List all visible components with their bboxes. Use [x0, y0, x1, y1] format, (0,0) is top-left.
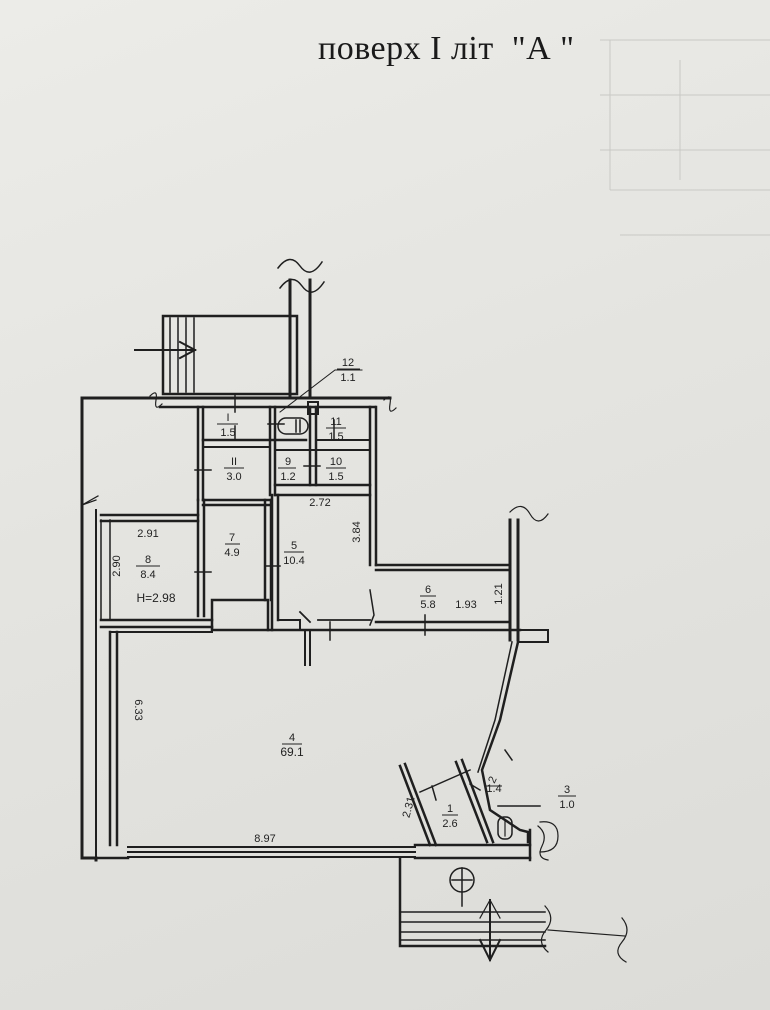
room-12-area: 1.1 — [340, 372, 355, 384]
room-3-area: 1.0 — [559, 799, 574, 811]
bathroom-block — [194, 369, 378, 567]
room-8-walls — [99, 498, 214, 629]
room-10-num: 10 — [330, 456, 342, 468]
room-1-num: 1 — [447, 803, 453, 815]
dimension-labels: 2.72 3.84 2.91 2.90 H=2.98 1.93 1.21 6.3… — [111, 497, 505, 845]
dim-2-91: 2.91 — [137, 528, 158, 540]
room-11-num: 11 — [330, 416, 341, 428]
room-7-area: 4.9 — [224, 547, 239, 559]
entrance-stairs-top — [134, 314, 299, 396]
room-label-fraction-lines — [136, 368, 576, 816]
dim-8-97: 8.97 — [254, 833, 275, 845]
background-form-lines — [600, 39, 770, 236]
entrance-rooms-walls — [398, 748, 559, 853]
room-3-num: 3 — [564, 784, 570, 796]
room-6-walls — [369, 563, 512, 636]
room-7-num: 7 — [229, 532, 235, 544]
room-labels: 12 1.1 I 1.5 11 1.5 II 3.0 9 1.2 10 1.5 … — [140, 357, 574, 830]
outer-wall-right — [477, 505, 549, 844]
room-5-area: 10.4 — [283, 555, 304, 567]
room-II-area: 3.0 — [226, 471, 241, 483]
room-2-num: 2 — [486, 775, 499, 786]
room-5-7-walls — [203, 493, 522, 666]
room-II-num: II — [231, 456, 237, 468]
dim-1-93: 1.93 — [455, 599, 476, 611]
shaft-column — [276, 258, 326, 398]
room-12-num: 12 — [342, 357, 354, 369]
room-I-area: 1.5 — [220, 427, 235, 439]
room-4-walls — [94, 630, 549, 862]
height-note: H=2.98 — [136, 591, 175, 605]
dim-6-33: 6.33 — [132, 699, 144, 720]
room-9-num: 9 — [285, 456, 291, 468]
dim-2-72: 2.72 — [309, 497, 330, 509]
entrance-stairs-bottom — [398, 856, 628, 963]
room-2-area: 1.4 — [486, 783, 501, 795]
room-4-area: 69.1 — [280, 745, 304, 759]
room-11-area: 1.5 — [328, 431, 343, 443]
dim-3-84: 3.84 — [351, 521, 363, 542]
page-title: поверх І літ "А " — [318, 30, 575, 67]
room-8-num: 8 — [145, 554, 151, 566]
room-1-area: 2.6 — [442, 818, 457, 830]
dim-2-31: 2.31 — [401, 795, 418, 819]
outer-wall-left — [80, 396, 162, 862]
dim-2-90: 2.90 — [111, 555, 123, 576]
room-4-num: 4 — [289, 732, 295, 744]
room-6-num: 6 — [425, 584, 431, 596]
room-10-area: 1.5 — [328, 471, 343, 483]
dim-1-21: 1.21 — [493, 583, 505, 604]
room-I-num: I — [226, 412, 229, 424]
room-9-area: 1.2 — [280, 471, 295, 483]
room-5-num: 5 — [291, 540, 297, 552]
wall-top — [149, 392, 397, 415]
room-8-area: 8.4 — [140, 569, 155, 581]
room-6-area: 5.8 — [420, 599, 435, 611]
